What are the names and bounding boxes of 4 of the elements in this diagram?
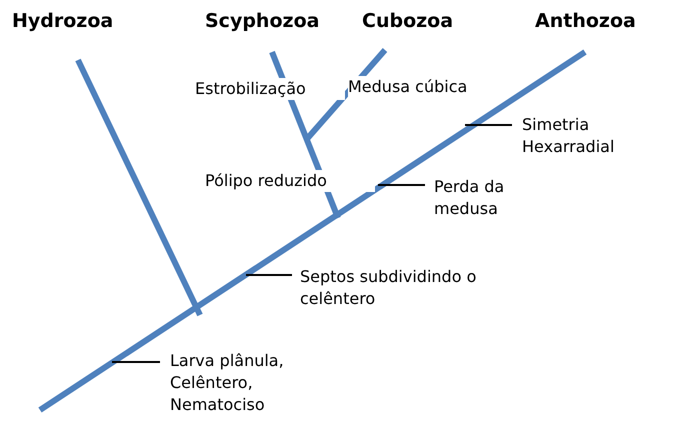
taxon-name: Hydrozoa [12,10,114,32]
trait-label: Pólipo reduzido [205,170,375,192]
trait-label: Estrobilização [195,78,345,100]
taxon-name: Scyphozoa [205,10,320,32]
